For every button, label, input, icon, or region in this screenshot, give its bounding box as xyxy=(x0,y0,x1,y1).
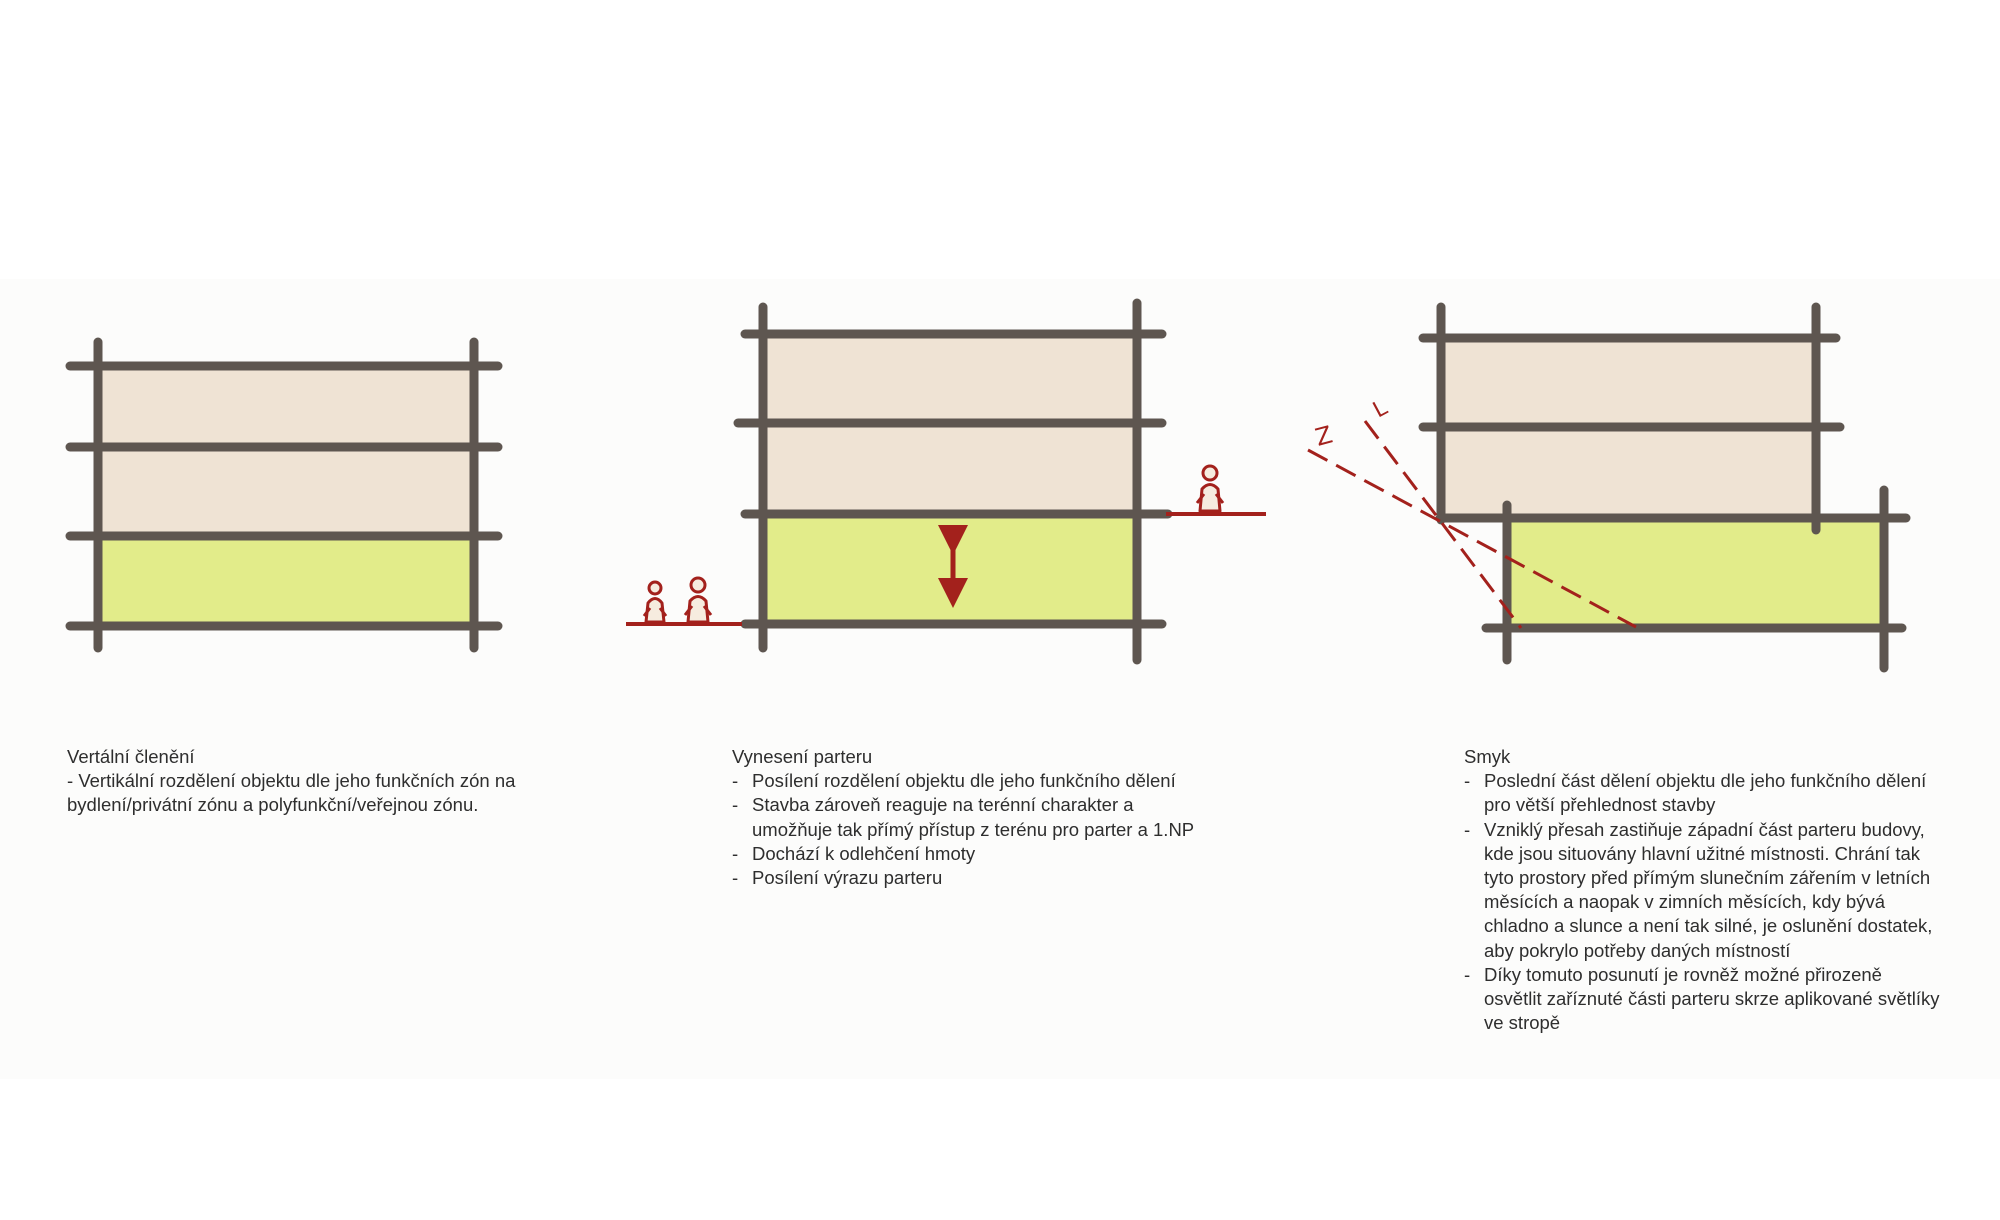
sun-ray-lines xyxy=(1307,420,1637,629)
ground-zone-fill xyxy=(97,537,473,625)
caption-point: Posílení rozdělení objektu dle jeho funk… xyxy=(732,769,1212,793)
caption-point: Poslední část dělení objektu dle jeho fu… xyxy=(1464,769,1944,817)
caption-point: Stavba zároveň reaguje na terénní charak… xyxy=(732,793,1212,841)
caption-title: Smyk xyxy=(1464,746,1511,767)
person-figure-icon xyxy=(642,580,668,624)
caption-point: Dochází k odlehčení hmoty xyxy=(732,842,1212,866)
caption-shear: Smyk Poslední část dělení objektu dle je… xyxy=(1464,745,1944,1035)
caption-point: Posílení výrazu parteru xyxy=(732,866,1212,890)
person-figure-icon xyxy=(1195,464,1225,513)
terrain-lines xyxy=(626,512,1266,626)
caption-title: Vynesení parteru xyxy=(732,746,873,767)
structure-lines xyxy=(65,337,503,653)
diagram-vertical-division xyxy=(65,337,503,653)
sun-label-winter: Z xyxy=(1312,420,1335,451)
ground-zone-fill xyxy=(1506,517,1884,627)
caption-vertical-division: Vertální členění Vertikální rozdělení ob… xyxy=(67,745,537,818)
structure-lines xyxy=(1418,302,1911,673)
diagram-raised-ground-floor xyxy=(626,298,1266,665)
caption-point: Vertikální rozdělení objektu dle jeho fu… xyxy=(67,769,537,817)
caption-points: Vertikální rozdělení objektu dle jeho fu… xyxy=(67,769,537,817)
structure-lines xyxy=(733,298,1173,665)
ground-zone-fill xyxy=(762,515,1136,623)
caption-point: Vzniklý přesah zastiňuje západní část pa… xyxy=(1464,818,1944,963)
sun-label-summer: L xyxy=(1369,395,1392,423)
caption-points: Poslední část dělení objektu dle jeho fu… xyxy=(1464,769,1944,1035)
caption-title: Vertální členění xyxy=(67,746,195,767)
caption-raised-ground-floor: Vynesení parteru Posílení rozdělení obje… xyxy=(732,745,1212,890)
caption-points: Posílení rozdělení objektu dle jeho funk… xyxy=(732,769,1212,890)
person-figure-icon xyxy=(683,576,713,624)
diagram-shear: L Z xyxy=(1307,302,1911,673)
caption-point: Díky tomuto posunutí je rovněž možné při… xyxy=(1464,963,1944,1036)
